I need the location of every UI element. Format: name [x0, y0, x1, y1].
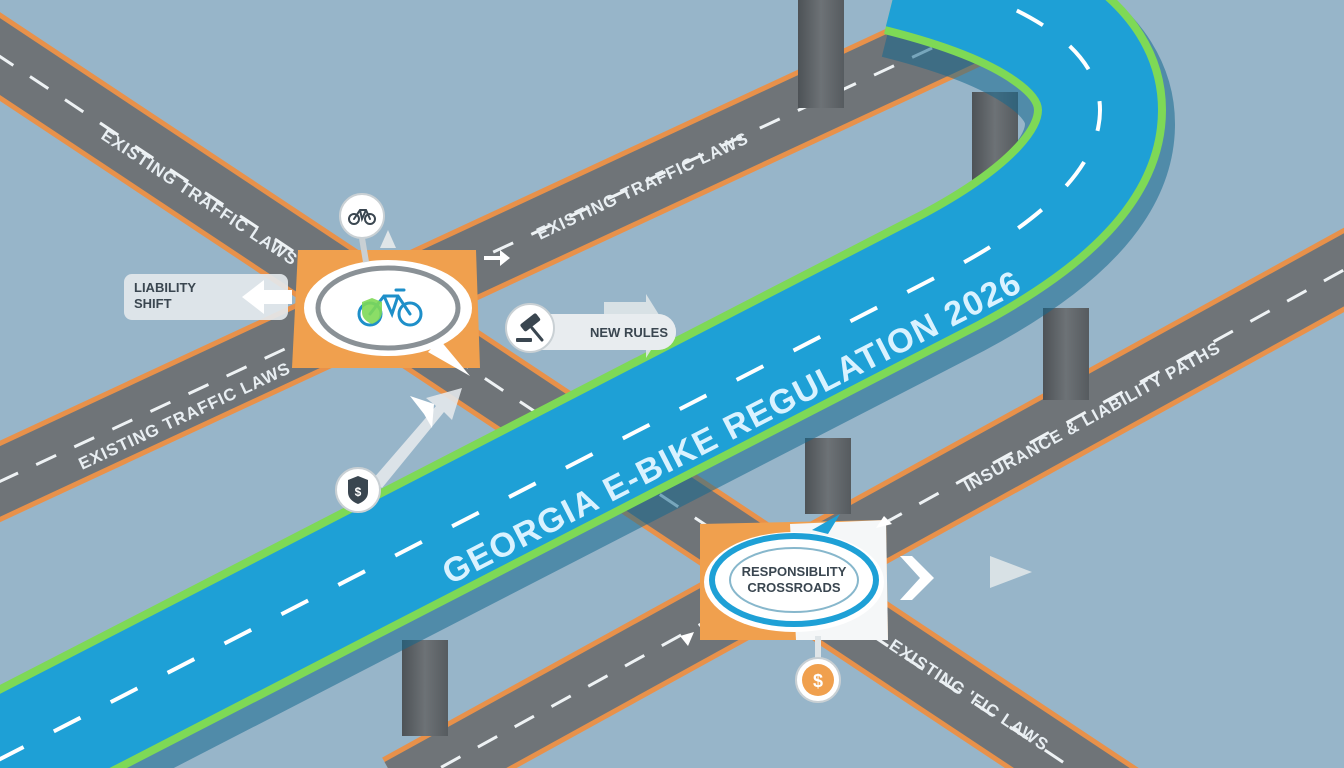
liability-shift-line-2: SHIFT	[134, 296, 172, 311]
road-label-insurance-liability: INSURANCE & LIABILITY PATHS	[961, 338, 1224, 495]
arrow-shield-to-hub	[372, 388, 462, 488]
svg-text:$: $	[355, 485, 362, 499]
responsibility-line-2: CROSSROADS	[747, 580, 841, 595]
arrow-responsibility-right-large	[900, 556, 1032, 588]
svg-text:$: $	[813, 671, 823, 691]
shield-dollar-icon: $	[348, 476, 368, 504]
road-insurance-liability	[382, 227, 1344, 768]
shield-dollar-badge: $	[335, 467, 381, 513]
new-rules-callout: NEW RULES	[505, 294, 676, 358]
arrow-responsibility-right-chevron	[900, 556, 934, 600]
main-road-georgia-ebike-regulation	[0, 0, 1176, 768]
bike-hub	[292, 230, 480, 376]
dollar-coin-icon: $	[802, 664, 834, 696]
arrow-from-insurance-road	[876, 516, 892, 528]
liability-shift-line-1: LIABILITY	[134, 280, 196, 295]
dollar-coin-badge: $	[795, 636, 841, 703]
new-rules-label: NEW RULES	[590, 325, 668, 340]
bicycle-icon	[348, 209, 376, 225]
arrow-hub-right	[484, 250, 510, 266]
liability-shift-callout: LIABILITY SHIFT	[124, 274, 292, 320]
bicycle-icon-badge	[339, 193, 385, 263]
responsibility-line-1: RESPONSIBLITY	[742, 564, 847, 579]
arrow-into-responsibility	[680, 632, 694, 646]
responsibility-crossroads-callout: RESPONSIBLITY CROSSROADS	[700, 514, 888, 640]
gavel-icon	[516, 313, 544, 342]
bicycle-shield-icon	[357, 288, 423, 327]
